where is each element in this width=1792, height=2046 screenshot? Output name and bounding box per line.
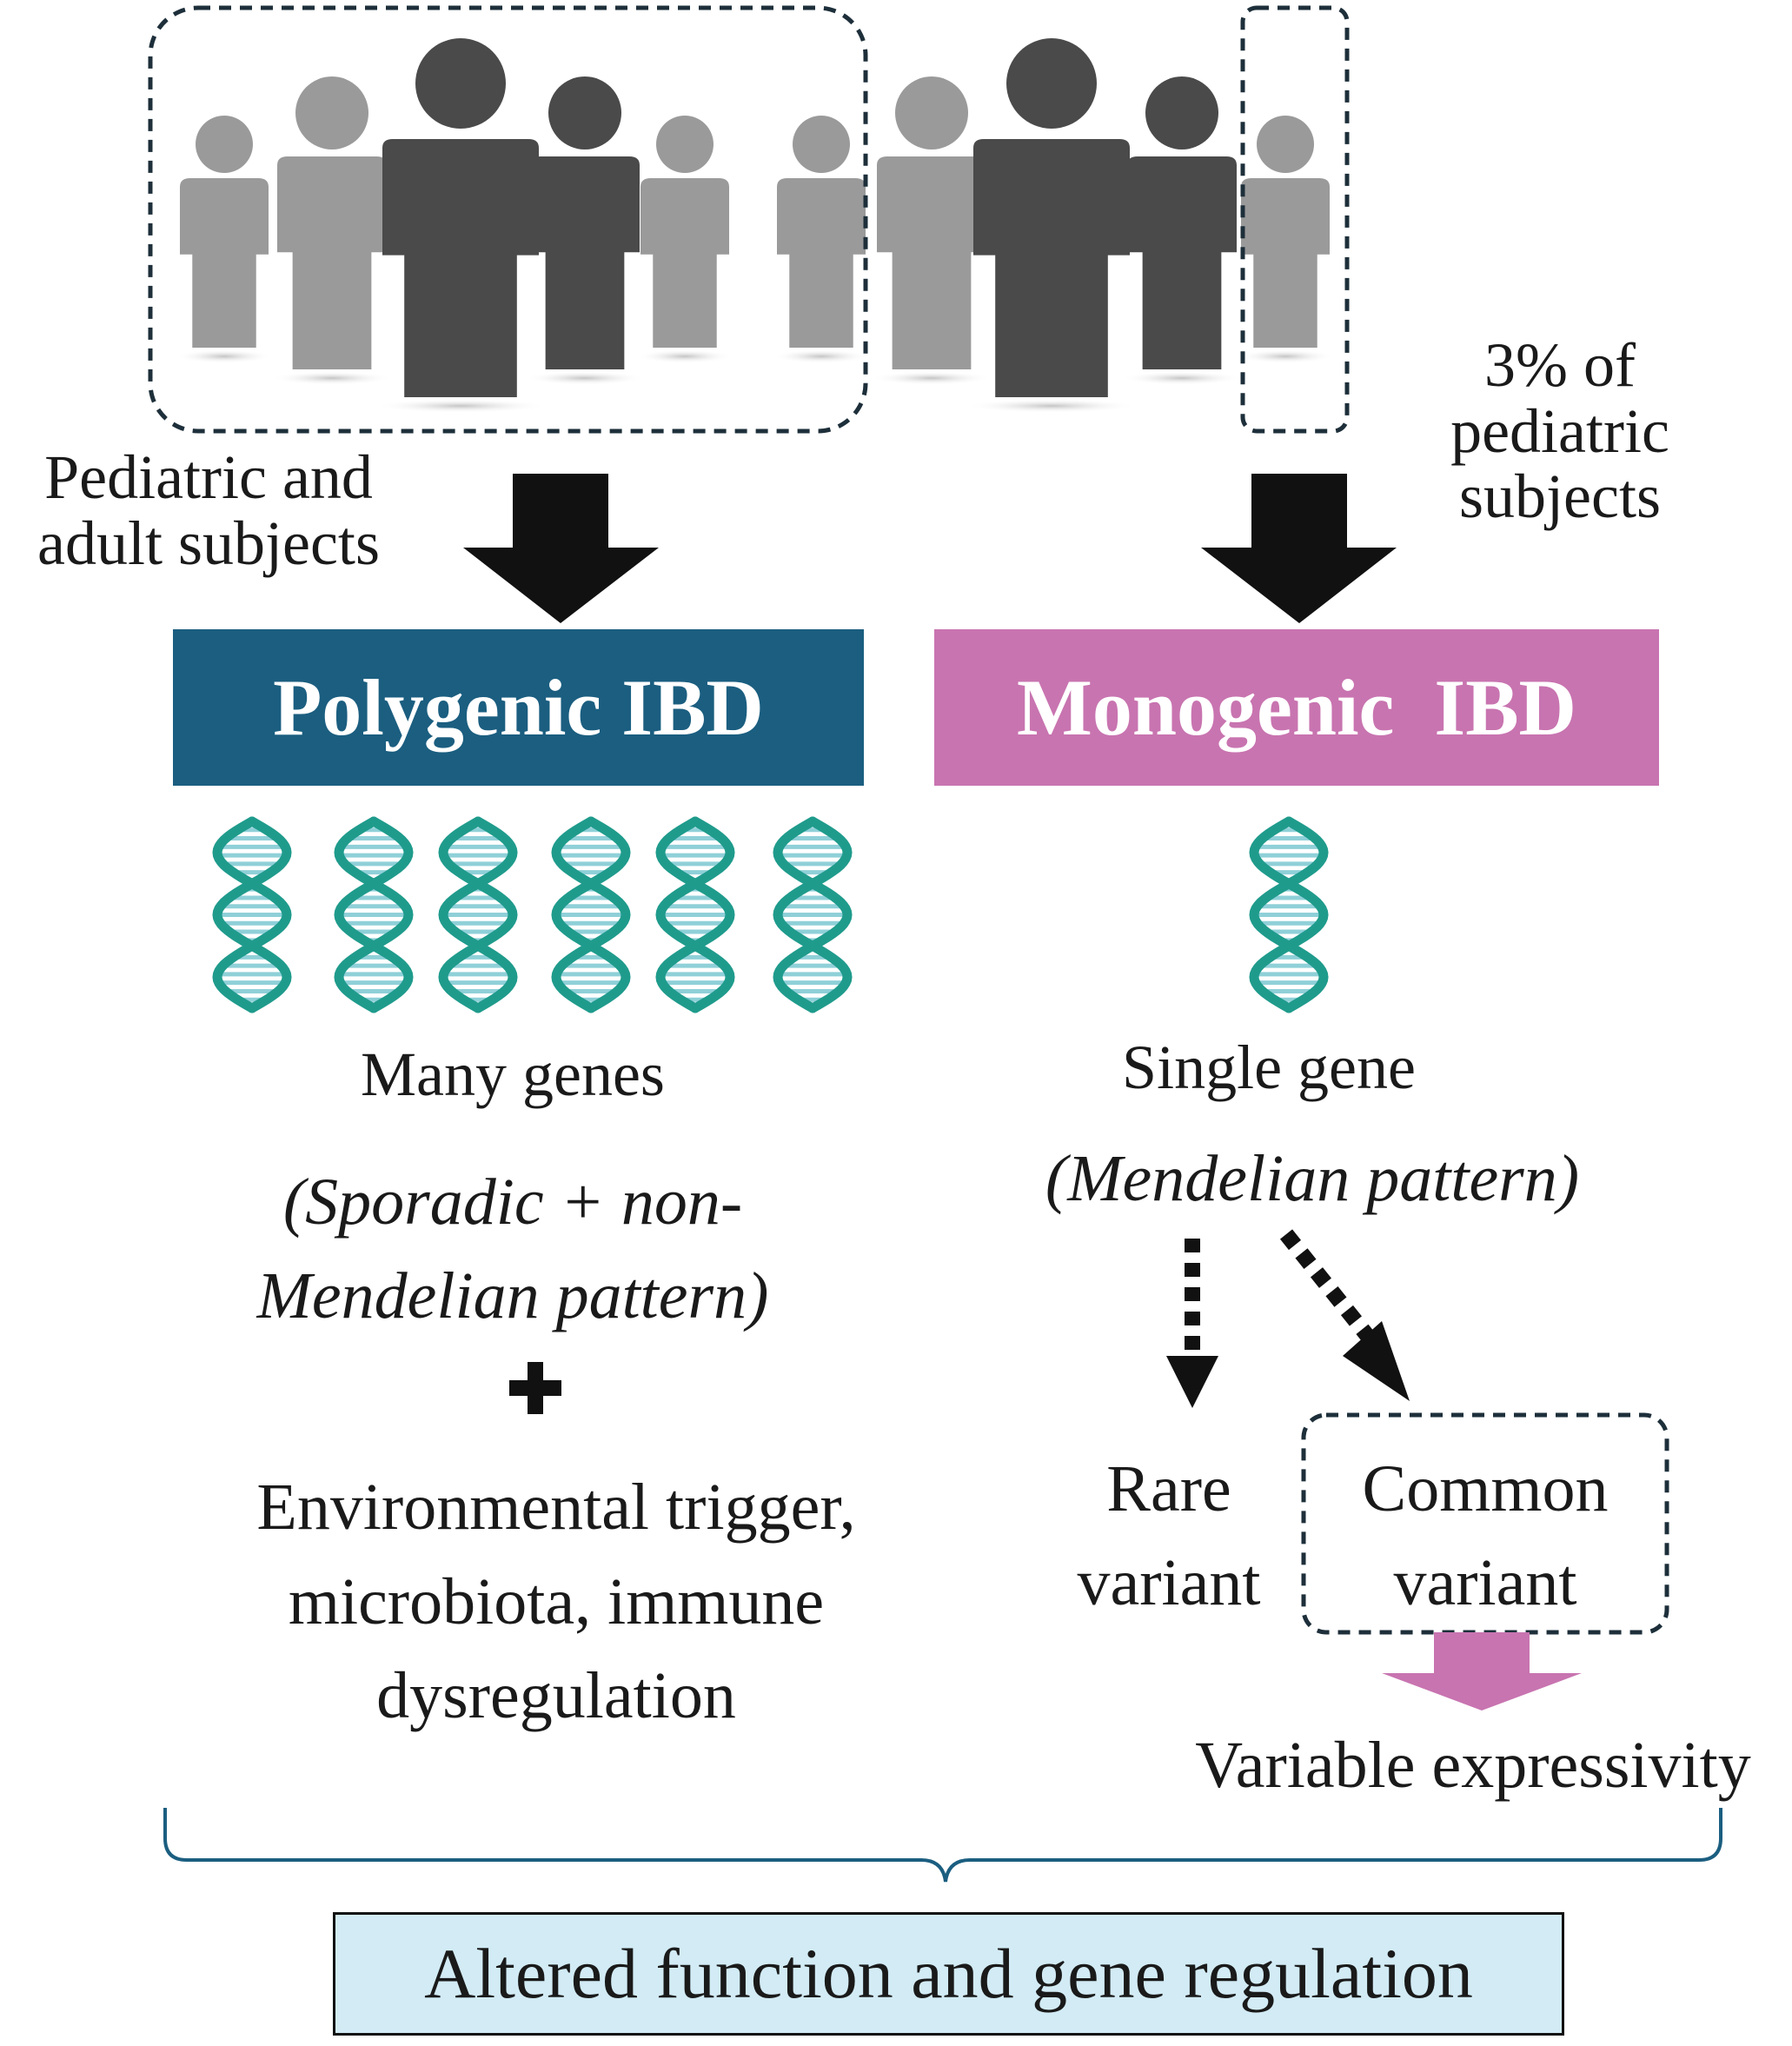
person-silhouette-icon: [375, 38, 547, 413]
right-population-line-3: subjects: [1459, 462, 1661, 532]
monogenic-ibd-title: Monogenic IBD: [1017, 663, 1576, 752]
pediatric-group-dashed-box: [1240, 5, 1350, 434]
dotted-arrow-rare: [1166, 1239, 1218, 1408]
environmental-factors-label: Environmental trigger, microbiota, immun…: [156, 1460, 956, 1744]
dna-helices: [212, 816, 1329, 1013]
environmental-line-3: dysregulation: [376, 1659, 736, 1733]
environmental-line-2: microbiota, immune: [288, 1564, 825, 1638]
dna-helix-icon: [551, 816, 631, 1013]
altered-function-box: Altered function and gene regulation: [333, 1912, 1564, 2036]
down-arrow-monogenic: [1201, 474, 1397, 623]
common-variant-label: Common variant: [1304, 1443, 1667, 1631]
people-silhouettes: [175, 38, 1335, 413]
dna-helix-icon: [1249, 816, 1329, 1013]
dna-helix-icon: [438, 816, 518, 1013]
plus-icon: [509, 1362, 561, 1414]
right-population-line-1: 3% of: [1484, 330, 1636, 400]
person-silhouette-icon: [871, 76, 992, 385]
person-silhouette-icon: [635, 116, 734, 363]
right-population-label: 3% of pediatric subjects: [1399, 330, 1721, 532]
polygenic-pattern-line-1: (Sporadic + non-: [282, 1166, 743, 1239]
person-silhouette-icon: [772, 116, 871, 363]
person-silhouette-icon: [1236, 116, 1335, 363]
bottom-curly-brace: [163, 1808, 1722, 1883]
pink-down-arrow: [1382, 1632, 1582, 1711]
left-population-label: Pediatric and adult subjects: [0, 442, 417, 578]
person-silhouette-icon: [175, 116, 274, 363]
down-arrow-polygenic: [463, 474, 659, 623]
person-silhouette-icon: [271, 76, 393, 385]
dna-helix-icon: [212, 816, 292, 1013]
right-population-line-2: pediatric: [1450, 395, 1669, 466]
left-population-line-1: Pediatric and: [44, 442, 373, 512]
many-genes-label: Many genes: [361, 1040, 665, 1109]
dna-helix-icon: [773, 816, 853, 1013]
rare-variant-label: Rare variant: [1034, 1443, 1304, 1631]
common-variant-line-2: variant: [1393, 1545, 1577, 1619]
dna-helix-icon: [334, 816, 414, 1013]
person-silhouette-icon: [966, 38, 1138, 413]
person-silhouette-icon: [524, 76, 646, 385]
polygenic-ibd-title: Polygenic IBD: [273, 663, 764, 752]
polygenic-pattern-line-2: Mendelian pattern): [256, 1259, 769, 1332]
variable-expressivity-label: Variable expressivity: [1195, 1729, 1751, 1802]
left-population-line-2: adult subjects: [37, 508, 380, 578]
single-gene-label: Single gene: [1122, 1033, 1416, 1102]
polygenic-pattern-label: (Sporadic + non- Mendelian pattern): [156, 1156, 869, 1344]
monogenic-pattern-label: (Mendelian pattern): [1045, 1142, 1580, 1215]
environmental-line-1: Environmental trigger,: [256, 1471, 856, 1544]
altered-function-label: Altered function and gene regulation: [424, 1934, 1473, 2013]
dotted-arrow-common: [1279, 1229, 1410, 1401]
common-variant-line-1: Common: [1362, 1452, 1609, 1525]
polygenic-ibd-header: Polygenic IBD: [173, 629, 864, 786]
adult-group-dashed-box: [148, 5, 868, 434]
rare-variant-line-2: variant: [1077, 1545, 1261, 1619]
person-silhouette-icon: [1121, 76, 1243, 385]
rare-variant-line-1: Rare: [1106, 1452, 1231, 1525]
dna-helix-icon: [655, 816, 735, 1013]
monogenic-ibd-header: Monogenic IBD: [934, 629, 1659, 786]
